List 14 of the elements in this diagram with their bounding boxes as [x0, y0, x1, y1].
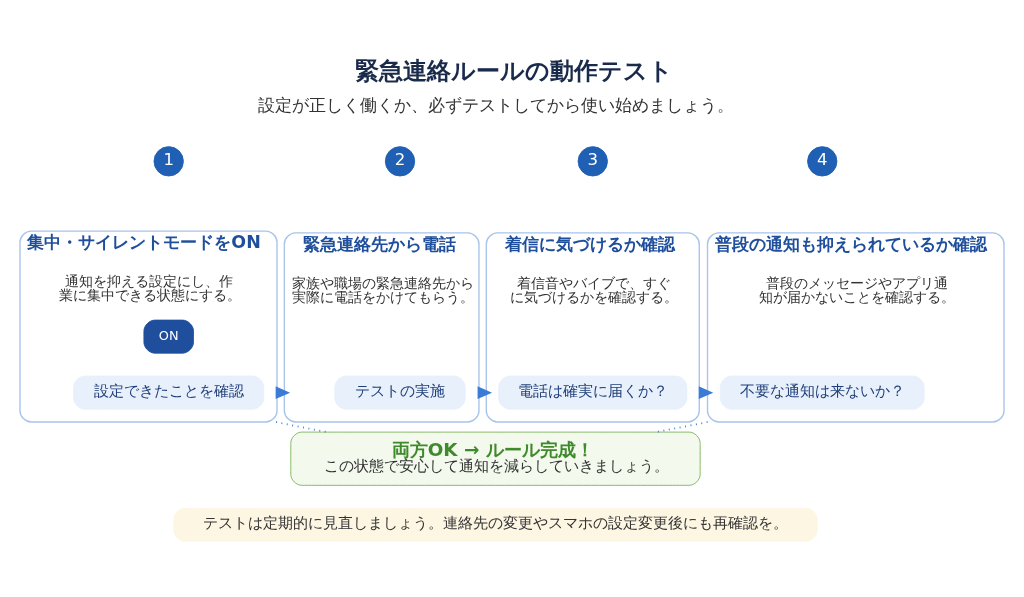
node-circle: 1: [153, 145, 184, 176]
node-box: 不要な通知は来ないか？: [719, 375, 925, 410]
node-box: テストの実施: [334, 375, 466, 410]
node-circle: 3: [577, 145, 608, 176]
node-circle: 4: [807, 145, 838, 176]
node-box: テストは定期的に見直しましょう。連絡先の変更やスマホの設定変更後にも再確認を。: [173, 507, 818, 542]
node-box: ON: [143, 319, 194, 354]
node-circle: 2: [384, 145, 416, 176]
diagram-title: 緊急連絡ルールの動作テスト: [355, 56, 674, 85]
node-box: 電話は確実に届くか？: [498, 375, 688, 410]
node-box: 設定できたことを確認: [73, 375, 265, 410]
connector: [275, 420, 329, 433]
label: 設定が正しく働くか、必ずテストしてから使い始めましょう。: [258, 95, 735, 115]
node-box: 両方OK → ルール完成！ この状態で安心して通知を減らしていきましょう。: [290, 431, 701, 486]
